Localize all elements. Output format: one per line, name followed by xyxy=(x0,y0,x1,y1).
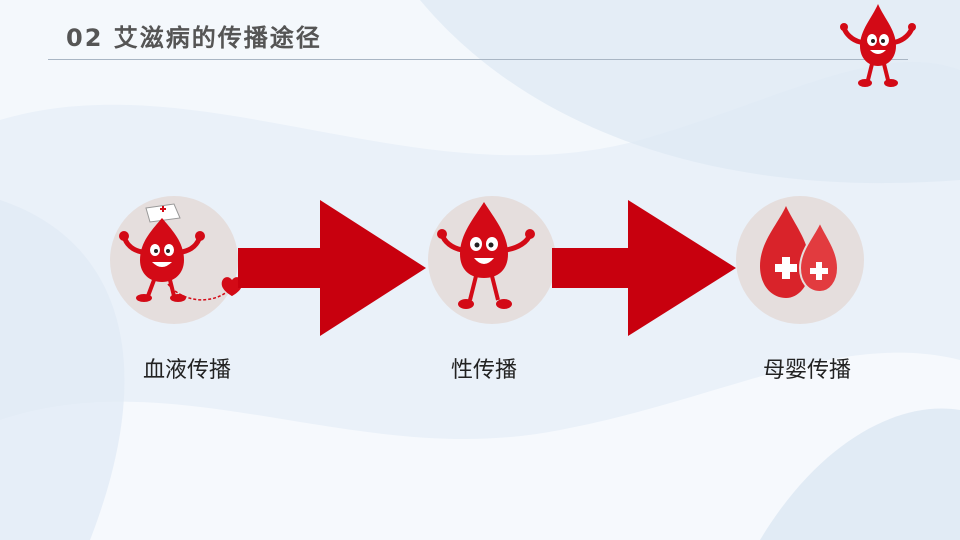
page-title: 02 艾滋病的传播途径 xyxy=(66,24,322,52)
title-divider xyxy=(48,59,908,60)
route-label-sexual: 性传播 xyxy=(450,358,517,383)
blood-drops-cross-icon xyxy=(760,206,840,298)
nurse-blood-drop-icon xyxy=(119,203,243,302)
route-icon-circle-sexual xyxy=(428,196,556,324)
arrow-right-icon xyxy=(552,200,736,336)
route-label-blood: 血液传播 xyxy=(142,358,231,383)
route-icon-circle-mother-child xyxy=(736,196,864,324)
route-label-mother-child: 母婴传播 xyxy=(762,358,851,383)
blood-drop-mascot-icon xyxy=(840,4,916,87)
blood-drop-mascot-icon xyxy=(437,202,535,309)
route-icon-circle-blood xyxy=(110,196,243,324)
arrow-right-icon xyxy=(238,200,426,336)
